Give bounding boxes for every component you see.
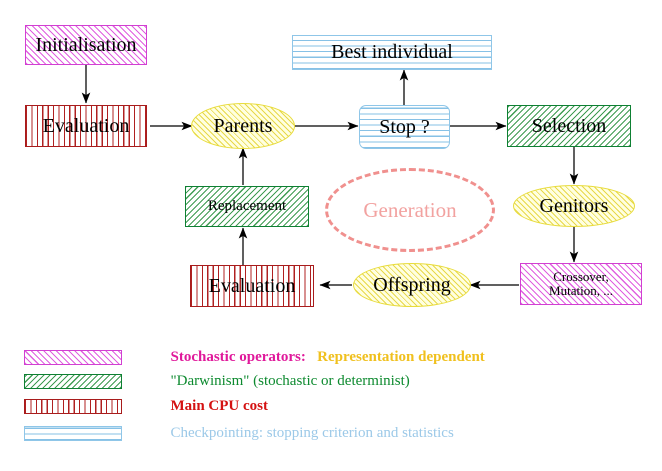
- legend-label-darwinism: "Darwinism" (stochastic or determinist): [148, 356, 410, 407]
- legend-label-checkpointing: Checkpointing: stopping criterion and st…: [148, 408, 454, 459]
- legend-text-part: Checkpointing: stopping criterion and st…: [170, 424, 454, 441]
- node-parents[interactable]: Parents: [191, 103, 295, 149]
- node-generation: Generation: [325, 168, 495, 252]
- node-replacement-label: Replacement: [207, 197, 287, 214]
- node-offspring-label: Offspring: [373, 273, 451, 296]
- legend-row: Main CPU cost: [24, 397, 268, 415]
- node-initialisation[interactable]: Initialisation: [25, 25, 147, 65]
- legend-swatch-main-cpu-cost: [24, 398, 122, 414]
- node-evaluation-bottom-label: Evaluation: [208, 274, 296, 297]
- legend-swatch-stochastic-operators: [24, 349, 122, 365]
- legend-label-stochastic-operators: Stochastic operators: Representation dep…: [148, 332, 485, 383]
- node-selection-label: Selection: [531, 114, 607, 137]
- legend-swatch-checkpointing: [24, 425, 122, 441]
- legend-row: Stochastic operators: Representation dep…: [24, 348, 485, 366]
- legend-label-main-cpu-cost: Main CPU cost: [148, 381, 269, 432]
- node-stop-label: Stop ?: [379, 115, 430, 138]
- node-crossover-mutation-label: Crossover, Mutation, ...: [549, 269, 613, 298]
- legend-text-part: Representation dependent: [317, 348, 485, 365]
- node-best-individual[interactable]: Best individual: [292, 35, 492, 70]
- node-crossover-mutation[interactable]: Crossover, Mutation, ...: [520, 263, 642, 305]
- node-offspring[interactable]: Offspring: [353, 263, 471, 307]
- legend-text-part: "Darwinism" (stochastic or determinist): [170, 372, 410, 389]
- node-replacement[interactable]: Replacement: [185, 186, 309, 227]
- node-selection[interactable]: Selection: [507, 105, 631, 147]
- node-genitors[interactable]: Genitors: [513, 185, 635, 227]
- legend-row: Checkpointing: stopping criterion and st…: [24, 424, 454, 442]
- node-stop[interactable]: Stop ?: [359, 105, 450, 149]
- legend-text-part: Main CPU cost: [170, 397, 269, 414]
- legend: Stochastic operators: Representation dep…: [0, 340, 662, 471]
- legend-row: "Darwinism" (stochastic or determinist): [24, 372, 410, 390]
- node-genitors-label: Genitors: [539, 194, 609, 217]
- legend-text-part: Stochastic operators:: [170, 348, 318, 365]
- node-best-individual-label: Best individual: [331, 41, 453, 63]
- node-initialisation-label: Initialisation: [35, 33, 137, 56]
- node-generation-label: Generation: [363, 197, 457, 222]
- node-evaluation-bottom[interactable]: Evaluation: [190, 265, 314, 307]
- node-evaluation-top[interactable]: Evaluation: [25, 105, 147, 147]
- legend-swatch-darwinism: [24, 373, 122, 389]
- node-parents-label: Parents: [213, 114, 273, 137]
- node-evaluation-top-label: Evaluation: [42, 114, 130, 137]
